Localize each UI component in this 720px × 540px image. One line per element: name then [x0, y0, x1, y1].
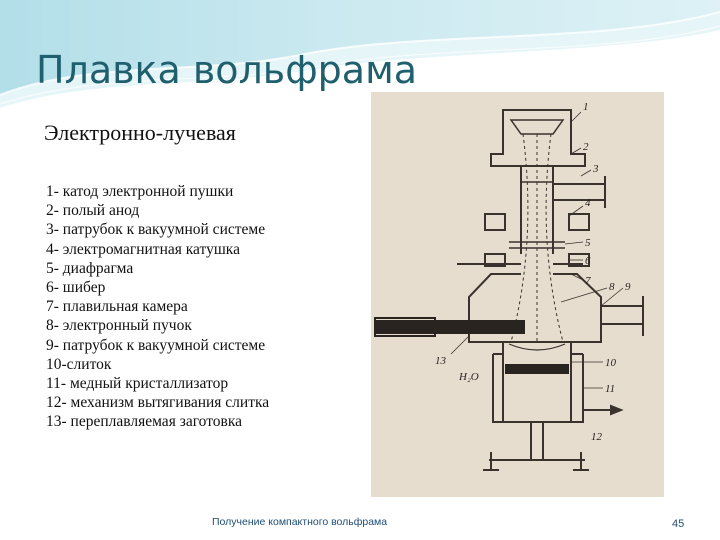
legend-item: 8- электронный пучок	[46, 317, 192, 335]
legend-item: 12- механизм вытягивания слитка	[46, 394, 270, 412]
slide-footer: Получение компактного вольфрама	[212, 516, 388, 528]
legend-list: 1- катод электронной пушки 2- полый анод…	[46, 182, 269, 432]
legend-item: 11- медный кристаллизатор	[46, 375, 229, 393]
slide-subtitle: Электронно-лучевая	[44, 120, 236, 145]
diagram-label-4: 4	[585, 197, 591, 209]
legend-item: 3- патрубок к вакуумной системе	[46, 221, 266, 239]
diagram-label-1: 1	[583, 101, 589, 113]
legend-item: 7- плавильная камера	[46, 298, 188, 316]
diagram-label-7: 7	[585, 275, 591, 287]
diagram-label-13: 13	[435, 355, 447, 367]
furnace-schematic: 1 2 3 4 5 6 7 8 9 10 11 12 13 H₂O	[374, 101, 644, 471]
legend-item: 6- шибер	[46, 279, 106, 297]
diagram-label-water: H₂O	[458, 371, 479, 383]
diagram-label-2: 2	[583, 141, 589, 153]
diagram-label-5: 5	[585, 237, 591, 249]
diagram-label-3: 3	[592, 163, 599, 175]
diagram-label-8: 8	[609, 281, 615, 293]
legend-item: 4- электромагнитная катушка	[46, 240, 240, 258]
diagram-label-11: 11	[605, 383, 615, 395]
legend-item: 2- полый анод	[46, 202, 140, 220]
page-number: 45	[672, 518, 685, 530]
legend-item: 5- диафрагма	[46, 259, 134, 277]
diagram-label-10: 10	[605, 357, 617, 369]
diagram-label-9: 9	[625, 281, 631, 293]
electron-beam-furnace-diagram: 1 2 3 4 5 6 7 8 9 10 11 12 13 H₂O	[371, 92, 664, 497]
diagram-label-6: 6	[585, 255, 591, 267]
legend-item: 13- переплавляемая заготовка	[46, 413, 243, 431]
legend-item: 10-слиток	[46, 355, 112, 373]
header-wave-decoration	[0, 0, 720, 108]
diagram-label-12: 12	[591, 431, 603, 443]
slide-title: Плавка вольфрама	[36, 48, 418, 92]
legend-item: 1- катод электронной пушки	[46, 183, 234, 200]
legend-item: 9- патрубок к вакуумной системе	[46, 336, 266, 354]
